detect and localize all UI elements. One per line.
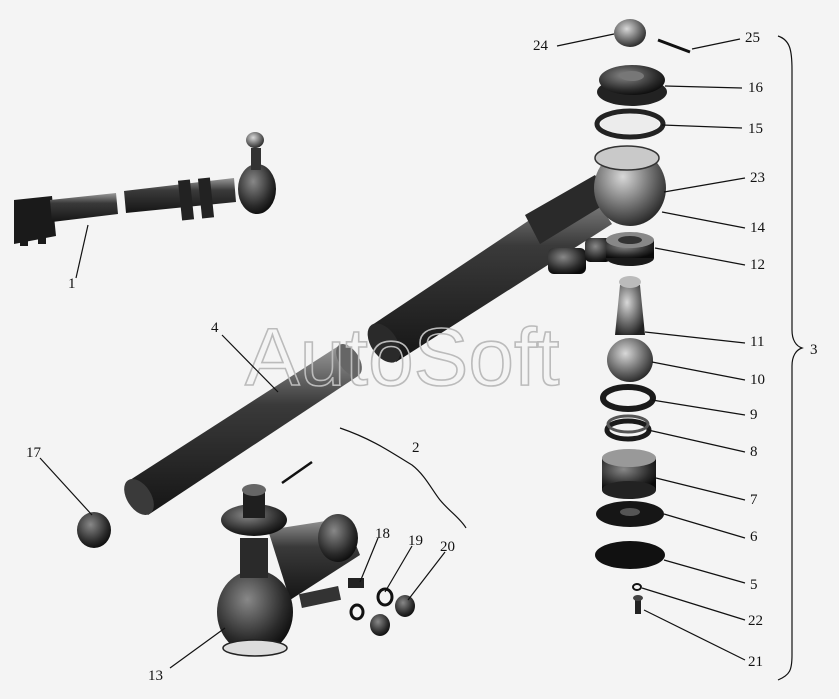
part-21-bolt (633, 595, 643, 614)
callout-23: 23 (750, 170, 765, 186)
callout-7: 7 (750, 492, 758, 508)
callout-2: 2 (412, 440, 420, 456)
callout-5: 5 (750, 577, 758, 593)
tie-rod-end-lower (217, 460, 360, 657)
callout-10: 10 (750, 372, 765, 388)
callout-17: 17 (26, 445, 42, 461)
callout-14: 14 (750, 220, 766, 236)
callout-labels: 1 2 3 4 5 6 7 8 9 10 11 12 13 14 15 16 1… (26, 30, 818, 684)
leader-lines (39, 33, 804, 681)
tie-rod-assembly (14, 132, 276, 246)
watermark-text: AutoSoft (245, 312, 560, 403)
callout-9: 9 (750, 407, 758, 423)
part-16-cap (597, 65, 667, 106)
part-11-ball-pin (615, 276, 645, 335)
part-20-nut (370, 595, 415, 636)
part-7-liner (602, 449, 656, 499)
part-9-seat (600, 384, 656, 412)
part-18-bolt (348, 578, 364, 588)
part-15-ring (594, 108, 666, 140)
part-5-cover (595, 541, 665, 569)
callout-25: 25 (745, 30, 760, 46)
callout-22: 22 (748, 613, 763, 629)
part-19-washer (349, 587, 394, 621)
part-8-spring (604, 414, 652, 442)
part-6-plate (596, 501, 664, 527)
part-24-nut (614, 19, 646, 47)
callout-15: 15 (748, 121, 763, 137)
callout-11: 11 (750, 334, 764, 350)
part-12-bushing (606, 232, 654, 266)
rod-tube (124, 343, 362, 516)
callout-18: 18 (375, 526, 390, 542)
callout-16: 16 (748, 80, 764, 96)
callout-21: 21 (748, 654, 763, 670)
part-17-nut (77, 512, 111, 548)
callout-8: 8 (750, 444, 758, 460)
callout-1: 1 (68, 276, 76, 292)
part-22-washer (632, 583, 642, 591)
callout-13: 13 (148, 668, 163, 684)
callout-19: 19 (408, 533, 423, 549)
tie-rod-end-upper (367, 145, 666, 363)
callout-12: 12 (750, 257, 765, 273)
callout-4: 4 (211, 320, 219, 336)
callout-20: 20 (440, 539, 455, 555)
part-10-ball (607, 338, 653, 382)
callout-24: 24 (533, 38, 549, 54)
callout-3: 3 (810, 342, 818, 358)
part-25-pin (657, 38, 691, 54)
callout-6: 6 (750, 529, 758, 545)
